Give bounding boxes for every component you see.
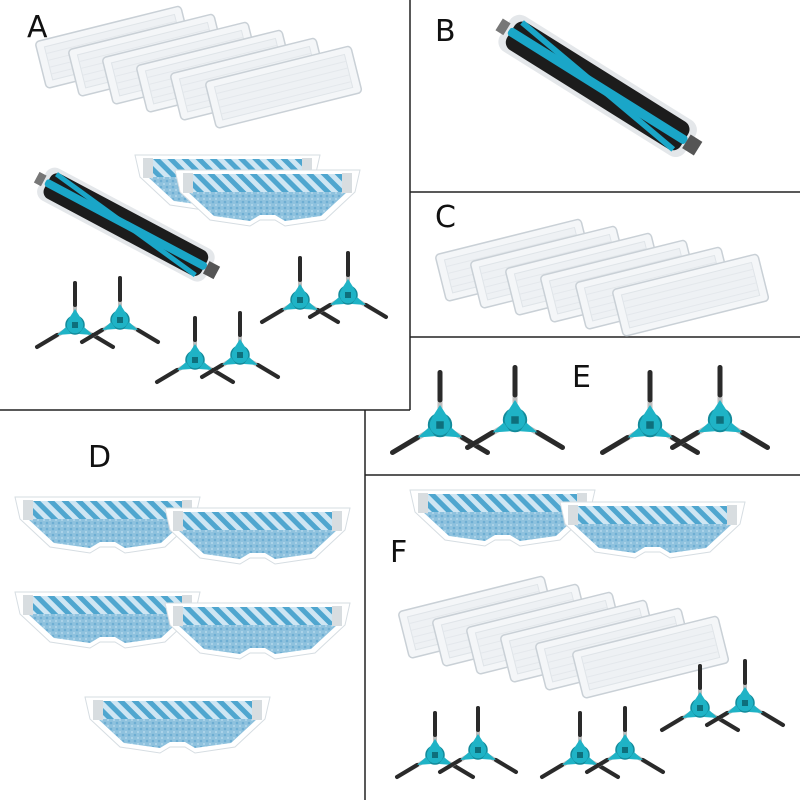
panel-b-label: B bbox=[435, 14, 456, 49]
mop-pad-icon bbox=[134, 154, 361, 227]
hepa-filter-icon bbox=[434, 217, 770, 338]
panel-f-label: F bbox=[390, 535, 408, 570]
main-brush-icon bbox=[488, 7, 709, 166]
panel-a-label: A bbox=[27, 10, 48, 45]
panel-b-products bbox=[488, 7, 709, 166]
hepa-filter-icon bbox=[34, 4, 363, 130]
mop-pad-icon bbox=[409, 489, 746, 559]
panel-e-label: E bbox=[572, 360, 591, 395]
panel-d-products bbox=[14, 496, 351, 754]
panel-c-products bbox=[434, 217, 770, 338]
panel-d-label: D bbox=[88, 440, 112, 475]
mop-pad-icon bbox=[14, 496, 351, 754]
panel-a-products bbox=[28, 4, 388, 384]
hepa-filter-icon bbox=[397, 574, 730, 700]
panel-f-products bbox=[395, 489, 785, 779]
panel-c-label: C bbox=[435, 200, 456, 235]
